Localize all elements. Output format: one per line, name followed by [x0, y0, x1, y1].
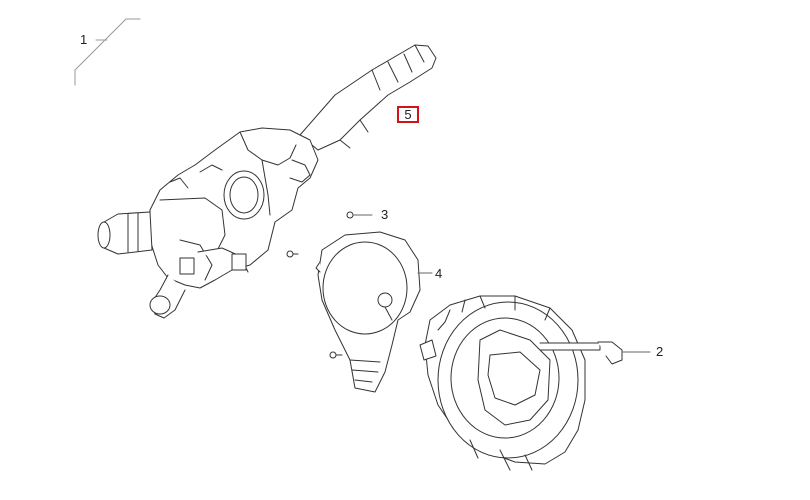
callout-label-3[interactable]: 3 — [381, 207, 389, 222]
screw-3c — [329, 351, 343, 359]
callout-label-1[interactable]: 1 — [80, 32, 88, 47]
callout-label-2[interactable]: 2 — [656, 344, 664, 359]
lower-stalk — [149, 274, 186, 319]
callout-label-4[interactable]: 4 — [435, 266, 443, 281]
light-lever — [97, 211, 153, 255]
combination-switch-assembly — [97, 44, 437, 319]
clock-spring — [419, 295, 651, 471]
callout-label-5-highlighted[interactable]: 5 — [397, 106, 419, 123]
screw-3b — [286, 250, 299, 258]
wiper-lever — [299, 44, 437, 151]
switch-housing — [149, 127, 319, 289]
screw-3a — [346, 211, 373, 219]
callout-1-leader — [74, 18, 141, 86]
cover-plate — [315, 231, 433, 393]
